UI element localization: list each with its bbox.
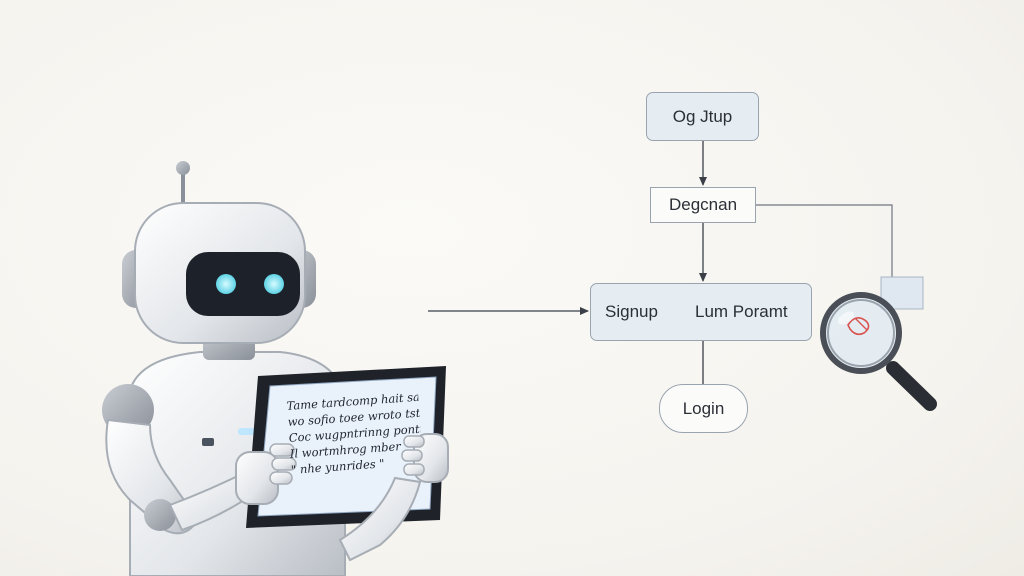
robot-face-screen bbox=[186, 252, 300, 316]
robot-antenna bbox=[176, 161, 190, 205]
node-top-label: Og Jtup bbox=[672, 106, 733, 126]
robot-eye-left bbox=[216, 274, 236, 294]
robot-head bbox=[122, 202, 316, 344]
node-signup-label: Signup bbox=[605, 302, 658, 321]
robot-chest-light bbox=[202, 438, 214, 446]
connector-middle-to-side bbox=[756, 204, 896, 299]
node-top[interactable]: Og Jtup bbox=[646, 92, 759, 141]
node-login[interactable]: Login bbox=[659, 384, 748, 433]
robot-left-hand bbox=[235, 443, 297, 505]
robot-eye-right bbox=[264, 274, 284, 294]
node-middle[interactable]: Degcnan bbox=[650, 187, 756, 223]
node-signup-secondary-label: Lum Poramt bbox=[695, 302, 788, 321]
node-signup[interactable]: Signup Lum Poramt bbox=[590, 283, 812, 341]
tablet-screen-text: Tame tardcomp hait sat wo sofio toee wro… bbox=[286, 389, 423, 478]
node-login-label: Login bbox=[682, 398, 725, 418]
robot-right-hand bbox=[338, 433, 449, 562]
node-middle-label: Degcnan bbox=[668, 195, 738, 214]
